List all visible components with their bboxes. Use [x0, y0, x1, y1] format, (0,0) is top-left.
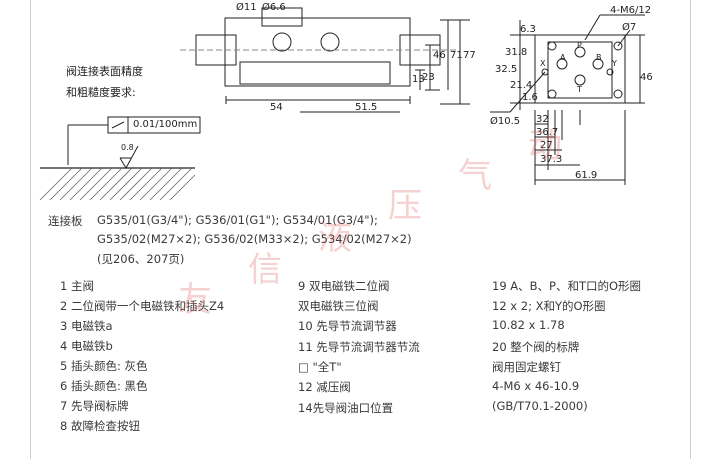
svg-text:37.3: 37.3: [540, 154, 562, 165]
svg-text:T: T: [576, 85, 582, 94]
page-border-left: [30, 0, 31, 459]
svg-text:51.5: 51.5: [355, 102, 377, 113]
legend-item: 阀用固定螺钉: [492, 360, 561, 374]
svg-text:P: P: [577, 41, 582, 50]
flatness-title: 阀连接表面精度: [66, 65, 143, 78]
svg-text:32: 32: [536, 114, 549, 125]
port-face-outline: [534, 34, 626, 104]
legend-item: 8 故障检查按钮: [60, 419, 140, 433]
bolt-hole-b: [320, 32, 340, 52]
valve-body-outline: [224, 17, 411, 87]
connection-line-1: G535/01(G3/4"); G536/01(G1"); G534/01(G3…: [97, 213, 378, 227]
svg-text:36.7: 36.7: [536, 127, 558, 138]
bolt-hole-a: [272, 32, 292, 52]
legend-item: 10.82 x 1.78: [492, 318, 565, 332]
roughness-title: 和粗糙度要求:: [66, 86, 136, 99]
legend-item: 11 先导节流调节器节流: [298, 340, 420, 354]
legend-item: (GB/T70.1-2000): [492, 399, 588, 413]
roughness-value: 0.8: [121, 143, 134, 152]
svg-text:77: 77: [463, 50, 476, 61]
legend-item: 6 插头颜色: 黑色: [60, 379, 148, 393]
svg-text:B: B: [596, 53, 602, 62]
svg-text:Ø7: Ø7: [622, 21, 636, 33]
svg-text:46: 46: [433, 50, 446, 61]
legend-item: 4 电磁铁b: [60, 339, 113, 353]
svg-text:54: 54: [270, 102, 283, 113]
legend-item: 12 减压阀: [298, 380, 351, 394]
watermark-char: 信: [248, 250, 282, 290]
legend-item: 12 x 2; X和Y的O形圈: [492, 299, 606, 313]
svg-text:X: X: [540, 59, 546, 68]
page-border-right: [690, 0, 691, 459]
technical-drawing: Ø11 Ø6.6 54 51.5 46 23 13 71 77 4-M6/12 …: [39, 1, 653, 200]
svg-text:21.4: 21.4: [510, 80, 532, 91]
legend-item: 14先导阀油口位置: [298, 401, 394, 415]
svg-text:Ø6.6: Ø6.6: [262, 1, 286, 13]
connection-label: 连接板: [48, 214, 83, 228]
svg-text:4-M6/12: 4-M6/12: [610, 5, 651, 16]
legend-item: 10 先导节流调节器: [298, 319, 397, 333]
legend-item: 5 插头颜色: 灰色: [60, 359, 148, 373]
connection-line-3: (见206、207页): [97, 252, 185, 266]
legend-item: 7 先导阀标牌: [60, 399, 129, 413]
svg-text:6.3: 6.3: [520, 24, 536, 35]
svg-text:71: 71: [450, 50, 463, 61]
svg-text:23: 23: [422, 72, 435, 83]
legend-item: 9 双电磁铁二位阀: [298, 279, 390, 293]
legend-item: 1 主阀: [60, 279, 94, 293]
svg-text:1.6: 1.6: [522, 92, 538, 103]
legend-item: 3 电磁铁a: [60, 319, 113, 333]
svg-text:Ø10.5: Ø10.5: [490, 115, 520, 127]
top-cap: [261, 7, 303, 27]
legend-item: □ "全T": [298, 360, 342, 374]
svg-text:13: 13: [412, 74, 425, 85]
svg-text:46: 46: [640, 72, 653, 83]
connection-line-2: G535/02(M27×2); G536/02(M33×2); G534/02(…: [97, 232, 412, 246]
svg-text:61.9: 61.9: [575, 170, 597, 181]
legend-item: 19 A、B、P、和T口的O形圈: [492, 279, 642, 293]
legend-item: 2 二位阀带一个电磁铁和插头Z4: [60, 299, 225, 313]
legend-item: 双电磁铁三位阀: [298, 299, 379, 313]
legend-item: 20 整个阀的标牌: [492, 340, 580, 354]
legend-item: 4-M6 x 46-10.9: [492, 379, 580, 393]
svg-text:32.5: 32.5: [495, 64, 517, 75]
svg-text:27: 27: [540, 140, 553, 151]
svg-text:31.8: 31.8: [505, 47, 527, 58]
svg-text:A: A: [560, 53, 566, 62]
flatness-value: 0.01/100mm: [133, 119, 198, 130]
svg-text:Y: Y: [611, 59, 617, 68]
svg-text:Ø11: Ø11: [236, 1, 257, 13]
